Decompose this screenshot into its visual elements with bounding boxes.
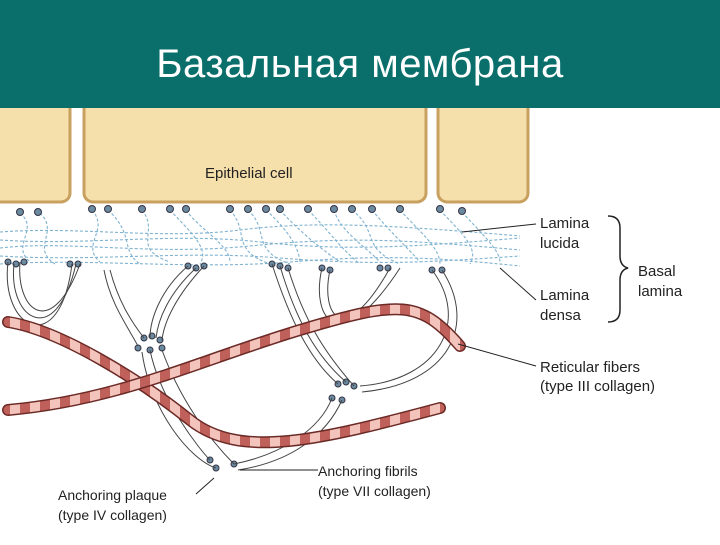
title-bar: Базальная мембрана (0, 0, 720, 108)
lamina-densa-label-1: Lamina (540, 287, 590, 304)
epithelial-cell-right (436, 98, 530, 204)
basal-lamina-label-2: lamina (638, 283, 683, 300)
lamina-lines (0, 209, 521, 267)
reticular-fibers-label-2: (type III collagen) (540, 378, 655, 395)
anchoring-plaque-label-2: (type IV collagen) (58, 507, 167, 523)
epithelial-cell-label: Epithelial cell (205, 165, 293, 182)
basal-lamina-bracket (607, 215, 629, 323)
epithelial-cell-center (82, 98, 428, 204)
epithelial-cells (0, 98, 530, 204)
epithelial-cell-left (0, 98, 72, 204)
anchoring-fibrils-label-2: (type VII collagen) (318, 483, 431, 499)
membrane-dots (4, 205, 466, 472)
reticular-fibers-label-1: Reticular fibers (540, 359, 640, 376)
lamina-lucida-label-2: lucida (540, 235, 580, 252)
reticular-fibers (2, 303, 466, 449)
anchoring-fibrils-label-1: Anchoring fibrils (318, 463, 418, 479)
slide-title: Базальная мембрана (156, 42, 564, 86)
anchoring-fibrils (6, 261, 458, 471)
basement-membrane-diagram: Epithelial cell (0, 98, 720, 540)
anchoring-plaque-label-1: Anchoring plaque (58, 487, 167, 503)
lamina-lucida-label-1: Lamina (540, 215, 590, 232)
basal-lamina-label-1: Basal (638, 263, 676, 280)
leader-lines (195, 223, 537, 495)
lamina-densa-label-2: densa (540, 307, 582, 324)
